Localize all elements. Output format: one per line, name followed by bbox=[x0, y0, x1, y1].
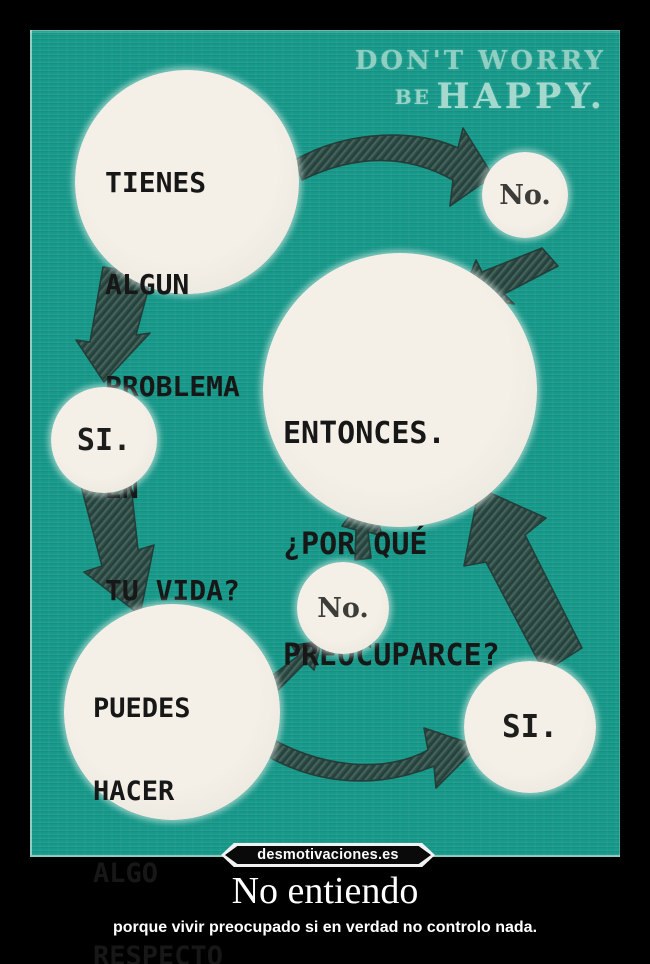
watermark-badge: desmotivaciones.es bbox=[221, 843, 435, 867]
node-si-bottom-right-label: SI. bbox=[502, 709, 558, 745]
node-question-puedes: PUEDES HACER ALGO RESPECTO A ESO? bbox=[64, 604, 280, 964]
node-si-left: SI. bbox=[51, 387, 157, 493]
node-entonces-text: ENTONCES. ¿POR QUÉ PREOCUPARCE? bbox=[283, 416, 500, 673]
header-line2: BE HAPPY. bbox=[355, 79, 606, 114]
watermark-badge-inner: desmotivaciones.es bbox=[225, 846, 431, 864]
caption-area: No entiendo porque vivir preocupado si e… bbox=[0, 868, 650, 938]
flowchart-poster: DON'T WORRY BE HAPPY. bbox=[30, 30, 620, 964]
node-question-problema-text: TIENES ALGUN PROBLEMA EN TU VIDA? bbox=[105, 166, 240, 607]
node-question-problema: TIENES ALGUN PROBLEMA EN TU VIDA? bbox=[75, 70, 299, 607]
watermark-text: desmotivaciones.es bbox=[257, 847, 399, 863]
node-no-middle-label: No. bbox=[317, 592, 369, 624]
node-no-top: No. bbox=[482, 152, 568, 238]
header-happy: HAPPY. bbox=[436, 76, 606, 117]
arrow-q1-to-no1 bbox=[294, 127, 494, 207]
header-line1: DON'T WORRY bbox=[354, 46, 606, 76]
header-be: BE bbox=[394, 85, 431, 109]
node-no-top-label: No. bbox=[499, 179, 551, 211]
node-entonces: ENTONCES. ¿POR QUÉ PREOCUPARCE? bbox=[263, 253, 537, 673]
dont-worry-be-happy-lettering: DON'T WORRY BE HAPPY. bbox=[355, 48, 606, 114]
node-no-middle: No. bbox=[297, 562, 389, 654]
node-si-left-label: SI. bbox=[76, 422, 132, 458]
node-question-puedes-text: PUEDES HACER ALGO RESPECTO A ESO? bbox=[93, 693, 224, 964]
caption-title: No entiendo bbox=[231, 870, 419, 912]
node-si-bottom-right: SI. bbox=[464, 661, 596, 793]
caption-subtitle: porque vivir preocupado si en verdad no … bbox=[112, 919, 538, 936]
